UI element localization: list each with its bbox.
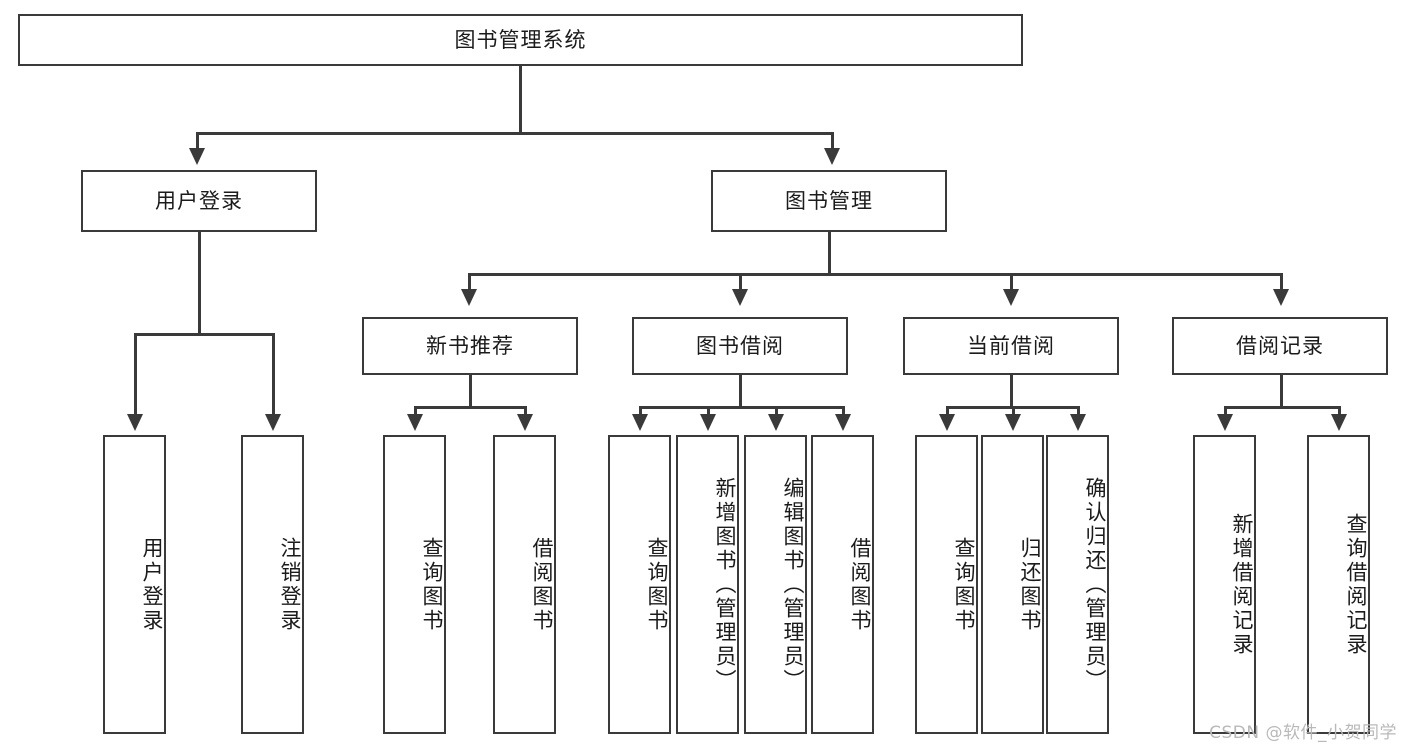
arrowhead-br-add-record [1217,414,1233,431]
connector-br-drop-1 [1224,406,1227,416]
arrowhead-book-management [824,148,840,165]
connector-nbr-drop-2 [524,406,527,416]
leaf-nbr-query-book[interactable]: 查询图书 [383,435,446,734]
arrowhead-borrow-record [1273,289,1289,306]
leaf-nbr-borrow-book[interactable]: 借阅图书 [493,435,556,734]
leaf-br-add-record[interactable]: 新增借阅记录 [1193,435,1256,734]
arrowhead-cb-confirm-return [1070,414,1086,431]
connector-br-stem [1280,375,1283,408]
leaf-logout[interactable]: 注销登录 [241,435,304,734]
csdn-watermark: CSDN @软件_小贺同学 [1209,723,1397,743]
node-label: 新增图书（管理员） [713,476,737,693]
arrowhead-user-login [189,148,205,165]
node-label: 查询图书 [645,536,669,633]
leaf-bb-edit-book[interactable]: 编辑图书（管理员） [744,435,807,734]
connector-user-login-stem [198,232,201,334]
node-label: 查询图书 [420,536,444,633]
node-label: 注销登录 [278,536,302,633]
connector-nbr-bus [414,406,526,409]
arrowhead-nbr-borrow-book [517,414,533,431]
connector-user-login-drop-1 [134,333,137,416]
connector-br-drop-2 [1338,406,1341,416]
leaf-cb-return-book[interactable]: 归还图书 [981,435,1044,734]
connector-root-to-user-login [196,132,199,150]
node-label: 归还图书 [1018,536,1042,633]
connector-root-stem [519,66,522,133]
node-root-book-management-system[interactable]: 图书管理系统 [18,14,1023,66]
arrowhead-bb-borrow-book [835,414,851,431]
arrowhead-br-query-record [1331,414,1347,431]
connector-bb-drop-1 [639,406,642,416]
node-label: 查询图书 [952,536,976,633]
node-label: 编辑图书（管理员） [781,476,805,693]
connector-bb-drop-4 [842,406,845,416]
connector-root-bus [196,132,833,135]
connector-book-management-bus [468,273,1280,276]
node-label: 借阅图书 [848,536,872,633]
node-book-management[interactable]: 图书管理 [711,170,947,232]
node-label: 新书推荐 [426,333,514,358]
leaf-cb-query-book[interactable]: 查询图书 [915,435,978,734]
connector-br-bus [1224,406,1340,409]
connector-nbr-drop-1 [414,406,417,416]
node-current-borrow[interactable]: 当前借阅 [903,317,1119,375]
leaf-bb-add-book[interactable]: 新增图书（管理员） [676,435,739,734]
connector-bm-drop-3 [1010,273,1013,291]
arrowhead-current-borrow [1003,289,1019,306]
connector-user-login-drop-2 [272,333,275,416]
node-label: 确认归还（管理员） [1083,476,1107,693]
arrowhead-cb-return-book [1005,414,1021,431]
arrowhead-bb-query-book [632,414,648,431]
connector-nbr-stem [469,375,472,408]
connector-bb-drop-2 [707,406,710,416]
node-borrow-record[interactable]: 借阅记录 [1172,317,1388,375]
node-label: 查询借阅记录 [1344,512,1368,657]
connector-cb-drop-3 [1077,406,1080,416]
node-label: 图书借阅 [696,333,784,358]
node-label: 新增借阅记录 [1230,512,1254,657]
node-label: 图书管理 [785,188,873,213]
node-label: 借阅记录 [1236,333,1324,358]
node-label: 图书管理系统 [454,27,587,52]
node-user-login[interactable]: 用户登录 [81,170,317,232]
arrowhead-bb-add-book [700,414,716,431]
leaf-cb-confirm-return[interactable]: 确认归还（管理员） [1046,435,1109,734]
connector-cb-drop-1 [946,406,949,416]
connector-bm-drop-4 [1280,273,1283,291]
arrowhead-bb-edit-book [768,414,784,431]
arrowhead-new-book-recommend [461,289,477,306]
node-new-book-recommend[interactable]: 新书推荐 [362,317,578,375]
node-book-borrow[interactable]: 图书借阅 [632,317,848,375]
node-label: 用户登录 [155,188,243,213]
arrowhead-leaf-logout [265,414,281,431]
connector-bb-stem [739,375,742,408]
connector-bm-drop-1 [468,273,471,291]
node-label: 当前借阅 [967,333,1055,358]
arrowhead-book-borrow [732,289,748,306]
connector-bb-bus [639,406,843,409]
leaf-bb-query-book[interactable]: 查询图书 [608,435,671,734]
node-label: 借阅图书 [530,536,554,633]
leaf-br-query-record[interactable]: 查询借阅记录 [1307,435,1370,734]
connector-bb-drop-3 [775,406,778,416]
arrowhead-nbr-query-book [407,414,423,431]
connector-cb-stem [1010,375,1013,408]
leaf-bb-borrow-book[interactable]: 借阅图书 [811,435,874,734]
node-label: 用户登录 [140,536,164,633]
leaf-user-login[interactable]: 用户登录 [103,435,166,734]
connector-root-to-book-management [831,132,834,150]
arrowhead-cb-query-book [939,414,955,431]
connector-book-management-stem [828,232,831,274]
arrowhead-leaf-user-login [127,414,143,431]
connector-cb-drop-2 [1012,406,1015,416]
connector-bm-drop-2 [739,273,742,291]
connector-user-login-bus [134,333,274,336]
